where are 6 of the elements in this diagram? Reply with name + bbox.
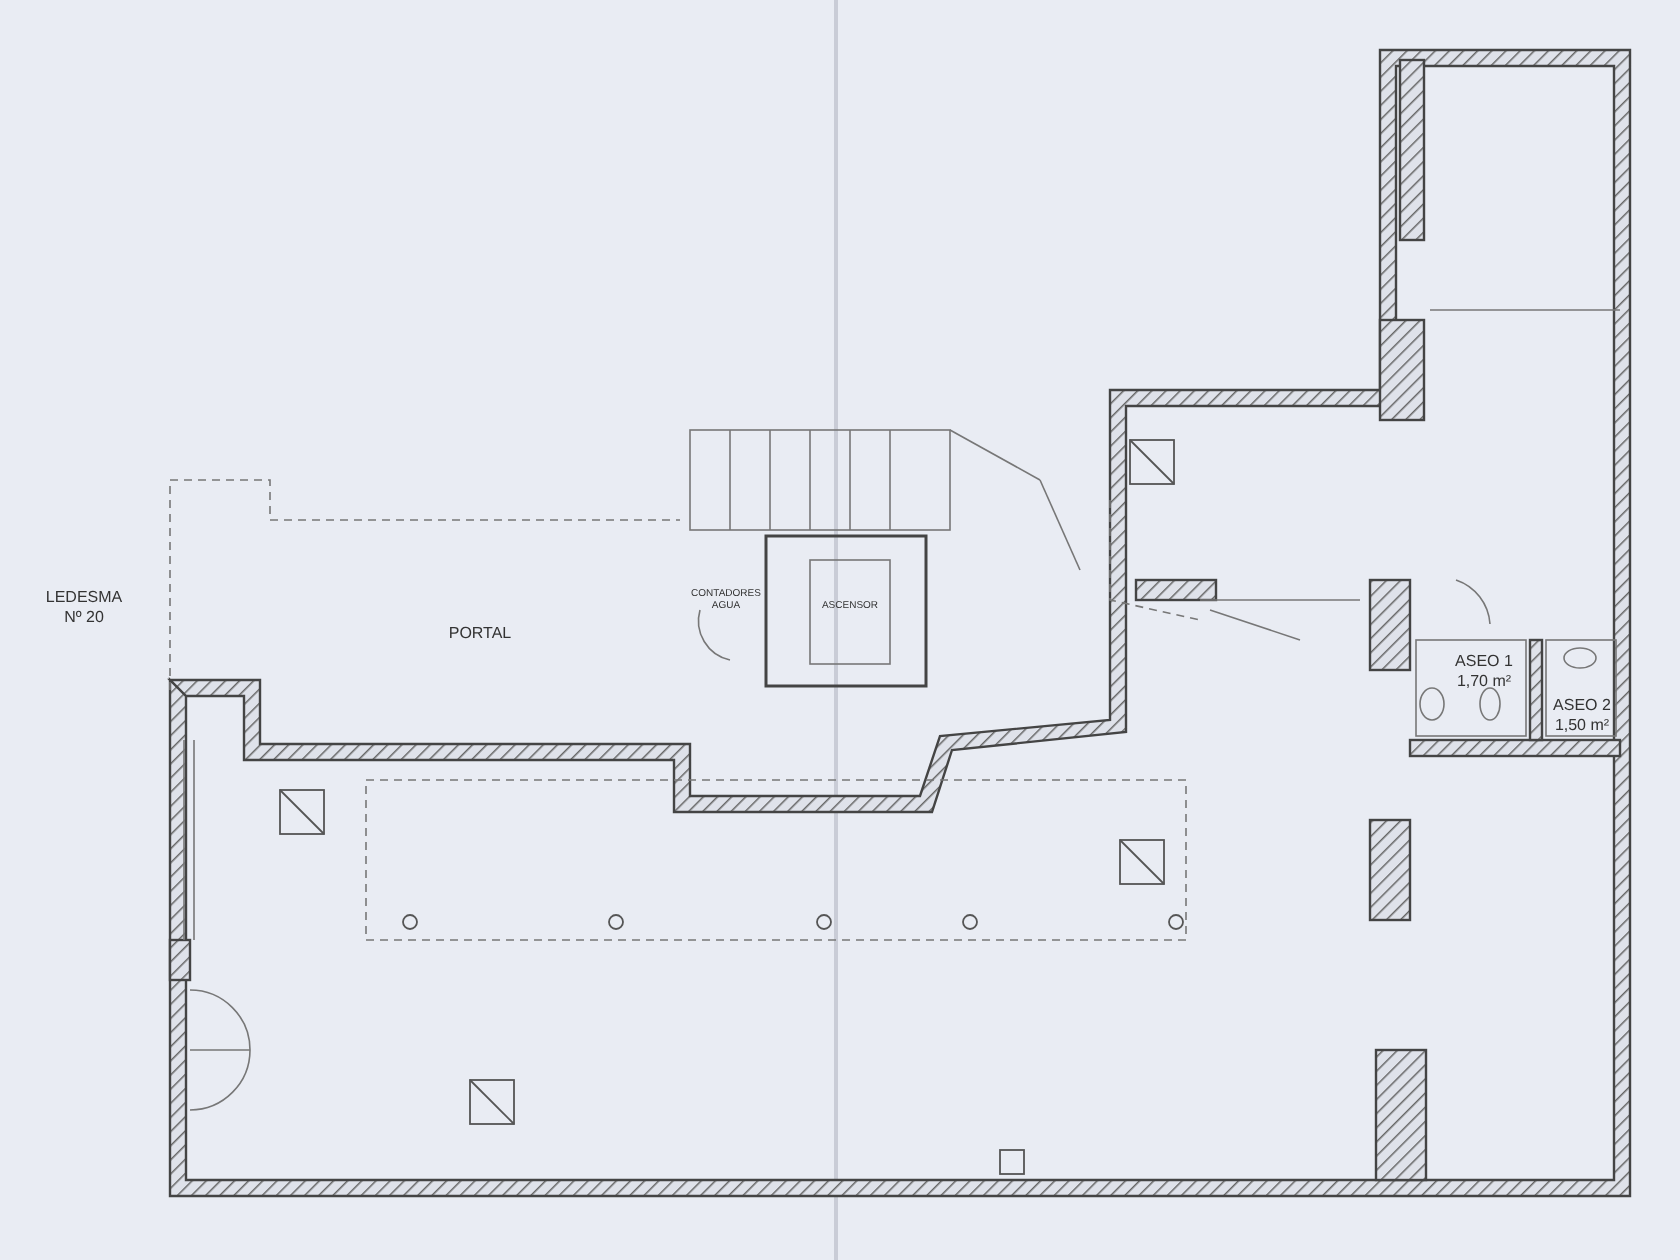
street-label: LEDESMA Nº 20 xyxy=(44,588,124,627)
area-label: 1,50 m² xyxy=(1552,715,1612,735)
room-label: ASEO 2 xyxy=(1551,696,1613,716)
room-label: ASEO 1 xyxy=(1453,652,1515,672)
room-label: PORTAL xyxy=(446,624,514,644)
area-label: 1,70 m² xyxy=(1454,671,1514,691)
